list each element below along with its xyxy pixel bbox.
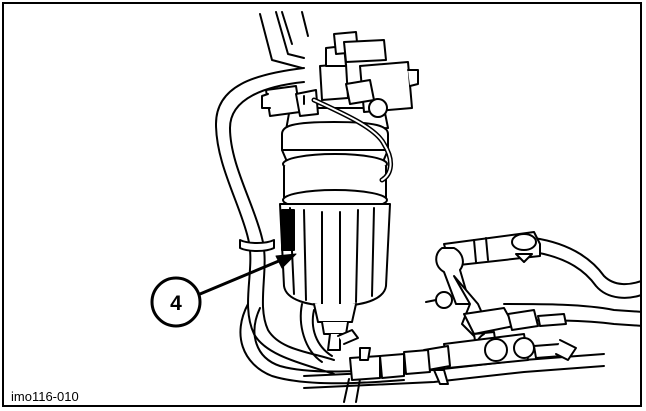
fuel-filter [279, 107, 391, 363]
fuel-filter-illustration: 4 [150, 11, 640, 403]
image-code: imo116-010 [11, 389, 79, 404]
fitting-assembly [349, 231, 577, 385]
figure-frame: 4 imo116-010 [2, 2, 642, 407]
callout-number: 4 [170, 292, 182, 315]
callout-circle [150, 276, 202, 328]
callout-4: 4 [150, 253, 297, 328]
filter-head-fittings [261, 31, 419, 183]
